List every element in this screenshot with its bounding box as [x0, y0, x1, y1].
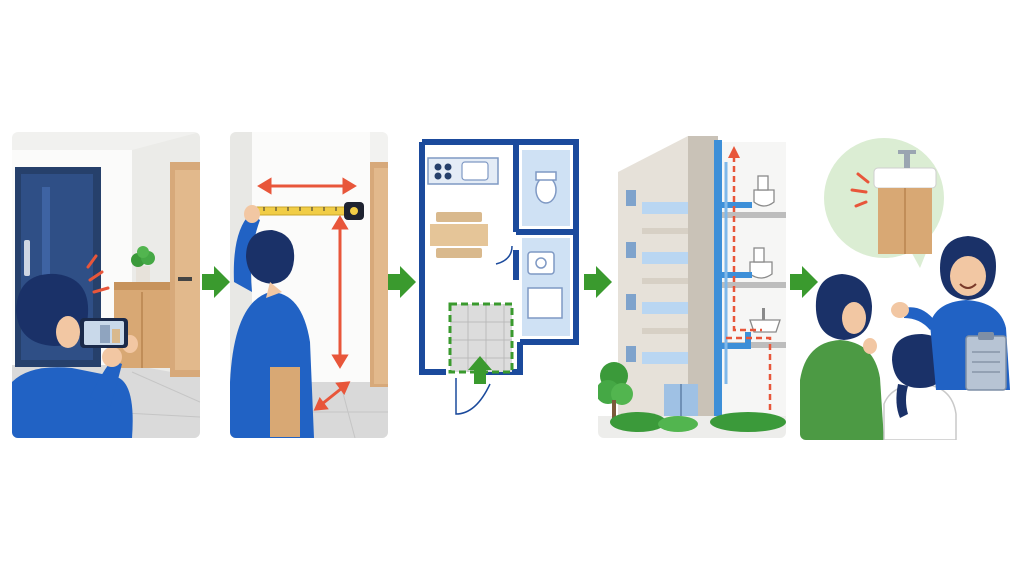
height-dimension	[331, 215, 349, 369]
flow-arrow-4	[788, 264, 820, 300]
plan-walls	[419, 139, 579, 375]
customer-man	[800, 274, 884, 440]
panel-floor-plan	[416, 132, 582, 438]
flash-lines	[86, 254, 110, 294]
flow-arrow-1	[200, 264, 232, 300]
floor-plan-icon	[416, 132, 582, 438]
building-section	[718, 142, 786, 422]
plumbing-illustration	[598, 132, 786, 438]
person-with-smartphone	[12, 273, 138, 438]
pipe-icon	[714, 140, 752, 422]
panel-measure-wall	[230, 132, 388, 438]
flow-arrow-3	[582, 264, 614, 300]
kitchen-counter	[427, 157, 499, 185]
clipboard-icon	[965, 332, 1007, 391]
width-dimension	[257, 177, 357, 195]
door-frame	[370, 162, 388, 387]
drainage-route	[726, 146, 772, 414]
front-door-swing	[455, 378, 491, 415]
shrubs	[598, 362, 786, 438]
measurement-illustration	[230, 132, 388, 438]
sink-cabinet-icon	[873, 150, 937, 254]
entrance-photo-illustration	[12, 132, 200, 438]
panel-building-plumbing	[598, 132, 786, 438]
consultation-illustration	[800, 128, 1022, 440]
panel-photograph-entrance	[12, 132, 200, 438]
entry-arrow	[468, 356, 492, 384]
smartphone-camera-icon	[80, 318, 128, 348]
potted-plant	[131, 246, 155, 282]
toilet-room	[522, 150, 570, 226]
bathroom	[522, 238, 570, 336]
panel-consultation	[800, 128, 1022, 440]
dining-table	[430, 212, 488, 258]
interior-door	[170, 162, 200, 377]
highlight-lines	[850, 172, 870, 208]
flow-arrow-2	[386, 264, 418, 300]
depth-dimension	[313, 381, 351, 411]
apartment-building	[618, 136, 718, 422]
